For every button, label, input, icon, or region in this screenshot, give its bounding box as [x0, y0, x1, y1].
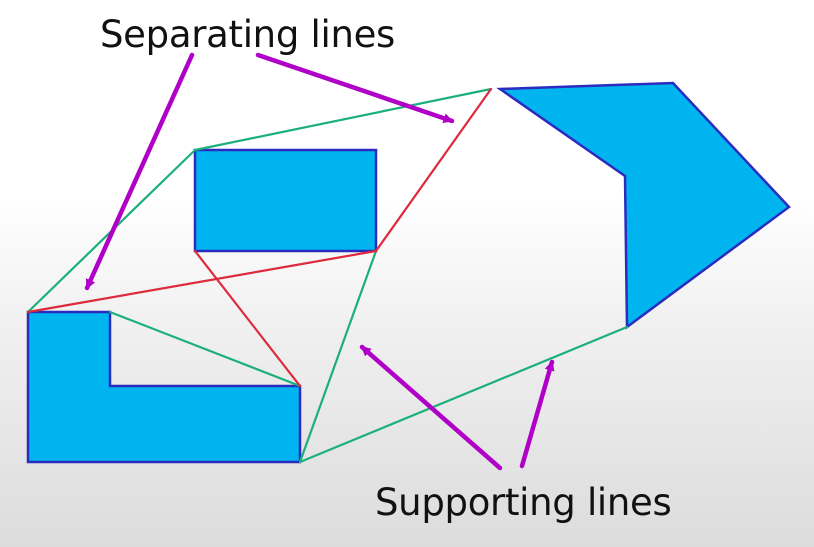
separating-line: [193, 249, 302, 388]
supporting-line: [298, 249, 378, 464]
arrow-to-supporting-line-middle: [359, 344, 503, 471]
separating-line: [374, 87, 493, 253]
supporting-line: [298, 325, 629, 464]
supporting-lines-label: Supporting lines: [375, 481, 672, 524]
supporting-lines: [26, 87, 629, 464]
separating-lines: [26, 87, 493, 388]
rectangle-shape: [193, 148, 378, 253]
shapes: [26, 81, 791, 464]
arrow-to-supporting-line-bottom: [519, 359, 555, 469]
supporting-line: [193, 87, 493, 152]
arrow-to-separating-line-left: [84, 52, 195, 291]
separating-lines-label: Separating lines: [100, 13, 396, 56]
supporting-line: [108, 310, 302, 388]
arrow-to-separating-line-right: [255, 52, 455, 124]
arrows: [84, 52, 555, 471]
separating-line: [26, 249, 378, 314]
chevron-shape-polygon: [496, 81, 791, 330]
